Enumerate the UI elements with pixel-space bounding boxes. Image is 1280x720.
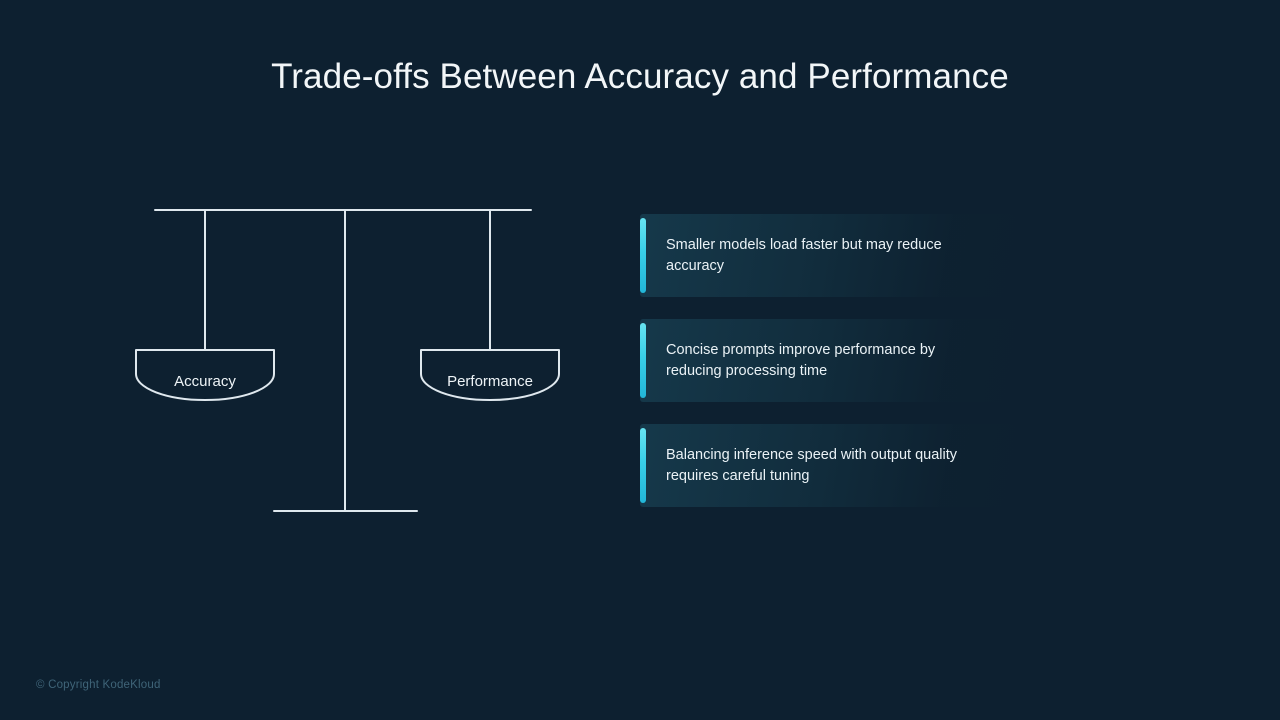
accent-bar-icon <box>640 323 646 398</box>
bullet-card-list: Smaller models load faster but may reduc… <box>640 214 1050 529</box>
bullet-card-text: Concise prompts improve performance by r… <box>666 341 936 379</box>
balance-scale-diagram: Accuracy Performance <box>120 190 590 530</box>
footer-copyright: © Copyright KodeKloud <box>36 679 161 691</box>
right-pan <box>420 349 560 401</box>
bullet-card[interactable]: Concise prompts improve performance by r… <box>640 319 1050 402</box>
bullet-card-text: Smaller models load faster but may reduc… <box>666 236 942 274</box>
bullet-card[interactable]: Balancing inference speed with output qu… <box>640 424 1050 507</box>
bullet-card[interactable]: Smaller models load faster but may reduc… <box>640 214 1050 297</box>
page-title: Trade-offs Between Accuracy and Performa… <box>271 57 1009 96</box>
accent-bar-icon <box>640 428 646 503</box>
right-pan-label: Performance <box>447 373 533 390</box>
left-pan <box>135 349 275 401</box>
balance-scale-svg <box>135 209 560 512</box>
left-pan-label: Accuracy <box>174 373 236 390</box>
bullet-card-text: Balancing inference speed with output qu… <box>666 446 957 484</box>
accent-bar-icon <box>640 218 646 293</box>
